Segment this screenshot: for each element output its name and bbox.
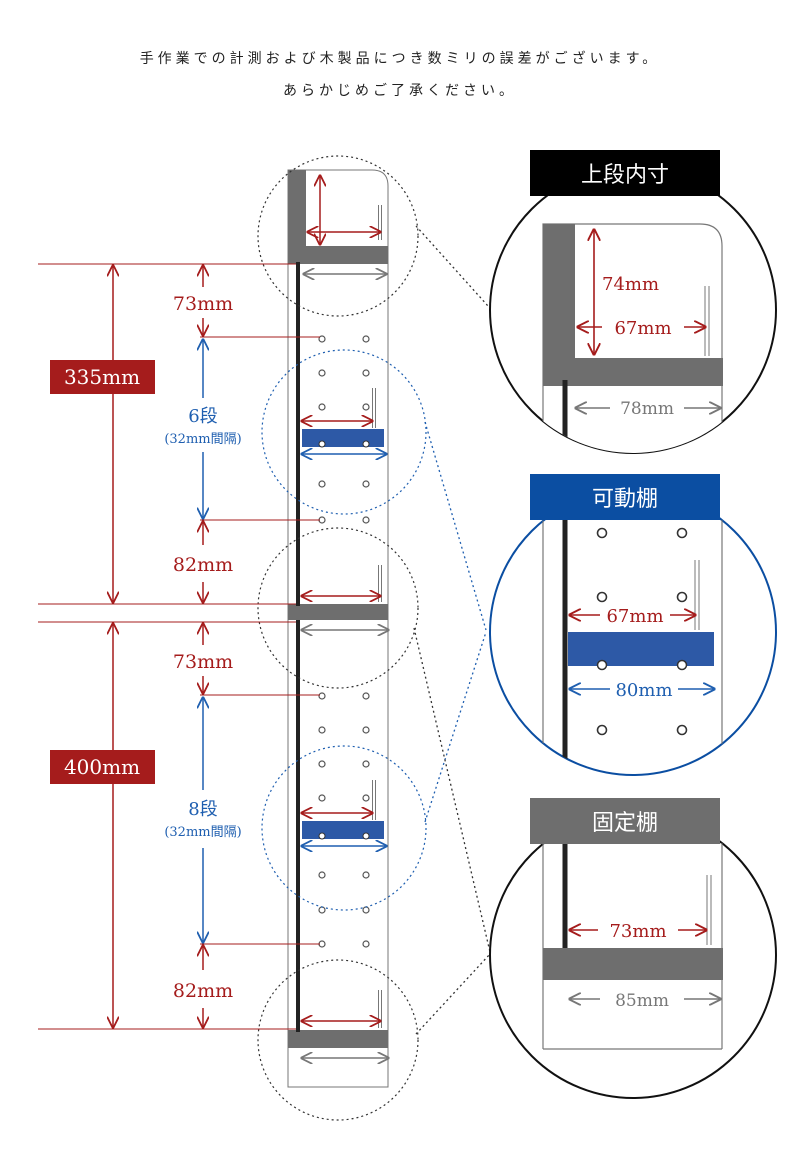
lower-bottom-gap: 82mm — [173, 980, 233, 1002]
detail-top-inner: 74mm 67mm 78mm 上段内寸 — [489, 150, 777, 454]
detail-top-title: 上段内寸 — [581, 163, 669, 188]
cabinet-inner-arrows — [302, 176, 388, 1058]
upper-top-gap: 73mm — [173, 293, 233, 315]
detail-fixed-inner-depth: 73mm — [609, 921, 666, 942]
connector-lines — [413, 225, 491, 1035]
detail-fixed-shelf-depth: 85mm — [615, 991, 669, 1011]
movable-shelf-upper — [302, 429, 384, 448]
upper-shelf-pitch: (32mm間隔) — [164, 432, 241, 447]
left-dimension-lines — [38, 263, 320, 1030]
lower-height-badge: 400mm — [50, 750, 155, 784]
detail-top-height: 74mm — [602, 274, 659, 295]
detail-movable-title: 可動棚 — [592, 487, 658, 512]
upper-height-badge: 335mm — [50, 360, 155, 394]
detail-top-inner-depth: 67mm — [614, 318, 671, 339]
upper-bottom-gap: 82mm — [173, 554, 233, 576]
detail-movable-inner-depth: 67mm — [606, 606, 663, 627]
lower-shelf-pitch: (32mm間隔) — [164, 825, 241, 840]
lower-shelf-count: 8段 — [188, 799, 217, 820]
detail-movable-shelf-depth: 80mm — [615, 680, 672, 701]
focus-circles — [257, 155, 427, 1121]
detail-movable-shelf: 67mm 80mm 可動棚 — [489, 474, 777, 776]
detail-fixed-shelf: 73mm 85mm 固定棚 — [489, 798, 777, 1099]
upper-height-label: 335mm — [64, 365, 140, 389]
detail-fixed-title: 固定棚 — [592, 811, 658, 836]
lower-height-label: 400mm — [64, 755, 140, 779]
upper-shelf-count: 6段 — [188, 406, 217, 427]
detail-top-outer-depth: 78mm — [620, 399, 674, 419]
shelf-pin-holes — [318, 335, 370, 948]
movable-shelf-lower — [302, 821, 384, 840]
notice-line-2: あらかじめご了承ください。 — [283, 83, 517, 99]
lower-top-gap: 73mm — [173, 651, 233, 673]
notice-line-1: 手作業での計測および木製品につき数ミリの誤差がございます。 — [139, 51, 661, 67]
